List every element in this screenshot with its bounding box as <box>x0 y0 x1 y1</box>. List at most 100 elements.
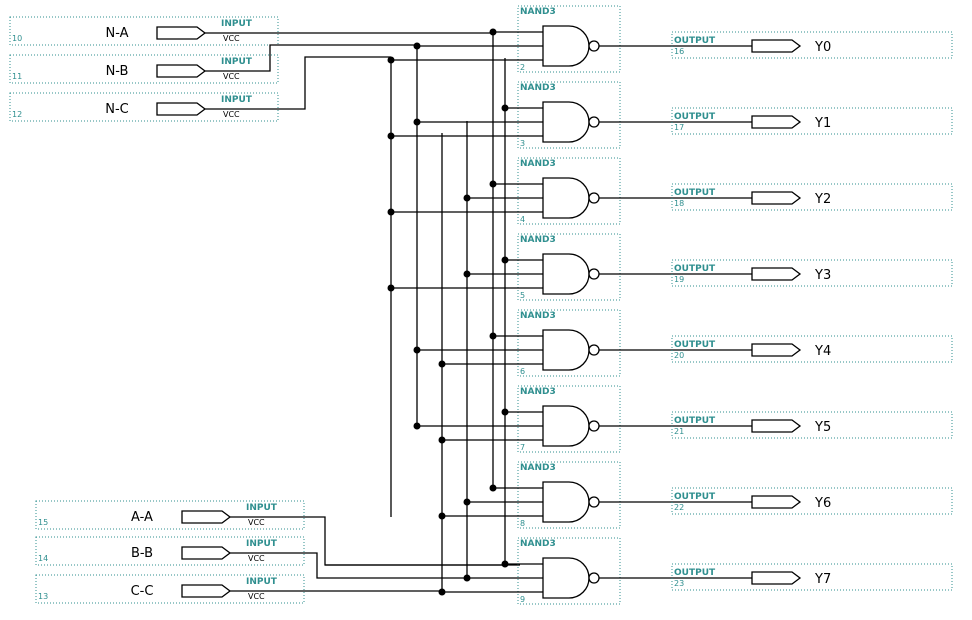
gate-type-label: NAND3 <box>520 159 556 169</box>
output-pin-symbol <box>751 343 802 357</box>
input-name-label: A-A <box>131 510 153 525</box>
gate-number: 8 <box>520 519 525 528</box>
output-pin-symbol <box>751 115 802 129</box>
junction-dot <box>463 194 471 202</box>
input-pin-symbol <box>156 26 207 40</box>
input-type-label: INPUT <box>221 57 253 67</box>
input-box <box>35 574 305 604</box>
output-type-label: OUTPUT <box>674 264 716 274</box>
output-name-label: Y3 <box>814 268 831 283</box>
junction-dot <box>438 512 446 520</box>
output-name-label: Y4 <box>814 344 831 359</box>
output-pin-number: 21 <box>674 427 684 436</box>
input-pin-number: 10 <box>12 34 22 43</box>
input-type-label: INPUT <box>221 19 253 29</box>
input-name-label: N-B <box>106 64 129 79</box>
gate-box <box>517 81 621 149</box>
gate-number: 2 <box>520 63 525 72</box>
gate-box <box>517 5 621 73</box>
nand-gate-body <box>542 253 590 295</box>
output-type-label: OUTPUT <box>674 416 716 426</box>
input-pin-number: 14 <box>38 554 48 563</box>
gate-type-label: NAND3 <box>520 235 556 245</box>
output-pin-symbol <box>751 191 802 205</box>
gate-box <box>517 385 621 453</box>
junction-dot <box>438 436 446 444</box>
output-pin-symbol <box>751 39 802 53</box>
output-pin-symbol <box>751 495 802 509</box>
output-name-label: Y1 <box>814 116 831 131</box>
input-pin-symbol <box>181 584 232 598</box>
gate-box <box>517 537 621 605</box>
nand-bubble <box>588 496 600 508</box>
input-vcc-label: VCC <box>223 110 240 119</box>
nand-bubble <box>588 344 600 356</box>
gate-type-label: NAND3 <box>520 387 556 397</box>
input-pin-symbol <box>156 102 207 116</box>
nand-bubble <box>588 192 600 204</box>
junction-dot <box>387 284 395 292</box>
input-pin-number: 11 <box>12 72 22 81</box>
input-type-label: INPUT <box>246 577 278 587</box>
gate-type-label: NAND3 <box>520 83 556 93</box>
wire-n-b <box>205 44 417 72</box>
junction-dot <box>413 346 421 354</box>
input-box <box>35 536 305 566</box>
junction-dot <box>413 118 421 126</box>
input-box <box>35 500 305 530</box>
input-name-label: C-C <box>131 584 154 599</box>
nand-gate-body <box>542 177 590 219</box>
junction-dot <box>387 208 395 216</box>
nand-bubble <box>588 572 600 584</box>
nand-gate-body <box>542 25 590 67</box>
output-pin-number: 23 <box>674 579 684 588</box>
output-pin-number: 16 <box>674 47 684 56</box>
output-pin-symbol <box>751 571 802 585</box>
wire-b-b <box>230 552 467 579</box>
gate-box <box>517 157 621 225</box>
input-box <box>9 92 279 122</box>
gate-type-label: NAND3 <box>520 463 556 473</box>
input-vcc-label: VCC <box>248 592 265 601</box>
input-pin-symbol <box>156 64 207 78</box>
junction-dot <box>463 498 471 506</box>
junction-dot <box>438 360 446 368</box>
output-name-label: Y2 <box>814 192 831 207</box>
output-name-label: Y7 <box>814 572 831 587</box>
nand-bubble <box>588 268 600 280</box>
junction-dot <box>501 560 509 568</box>
output-pin-number: 17 <box>674 123 684 132</box>
junction-dot <box>387 56 395 64</box>
output-name-label: Y0 <box>814 40 831 55</box>
junction-dot <box>413 42 421 50</box>
junction-dot <box>387 132 395 140</box>
nand-bubble <box>588 40 600 52</box>
nand-gate-body <box>542 481 590 523</box>
output-pin-symbol <box>751 419 802 433</box>
output-type-label: OUTPUT <box>674 492 716 502</box>
input-name-label: N-A <box>105 26 128 41</box>
output-type-label: OUTPUT <box>674 568 716 578</box>
gate-number: 6 <box>520 367 525 376</box>
junction-dot <box>463 574 471 582</box>
input-vcc-label: VCC <box>248 518 265 527</box>
input-name-label: N-C <box>105 102 129 117</box>
output-pin-symbol <box>751 267 802 281</box>
gate-number: 9 <box>520 595 525 604</box>
gate-type-label: NAND3 <box>520 311 556 321</box>
junction-dot <box>501 408 509 416</box>
nand-gate-body <box>542 329 590 371</box>
output-type-label: OUTPUT <box>674 340 716 350</box>
junction-dot <box>489 484 497 492</box>
nand-gate-body <box>542 557 590 599</box>
gate-number: 3 <box>520 139 525 148</box>
gate-box <box>517 233 621 301</box>
input-pin-symbol <box>181 546 232 560</box>
junction-dot <box>463 270 471 278</box>
nand-bubble <box>588 116 600 128</box>
input-name-label: B-B <box>131 546 153 561</box>
output-pin-number: 20 <box>674 351 684 360</box>
input-pin-number: 12 <box>12 110 22 119</box>
junction-dot <box>413 422 421 430</box>
